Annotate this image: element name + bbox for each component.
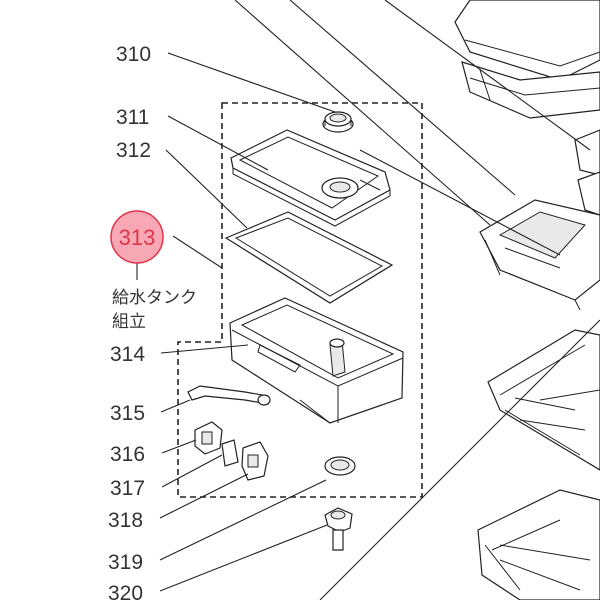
middle-drawer bbox=[479, 199, 600, 311]
part-310-cap bbox=[322, 111, 354, 133]
label-317: 317 bbox=[110, 477, 145, 500]
part-318-seal-ring bbox=[324, 456, 356, 476]
label-319: 319 bbox=[108, 551, 143, 574]
part-311-tank-lid bbox=[230, 129, 391, 227]
assembly-dashed-boundary bbox=[177, 102, 423, 498]
right-edge-parts bbox=[574, 129, 600, 216]
label-313: 313 bbox=[119, 225, 156, 250]
assembly-name-line2: 組立 bbox=[112, 312, 146, 332]
label-314: 314 bbox=[110, 343, 145, 366]
label-311: 311 bbox=[116, 106, 149, 129]
part-316-valve bbox=[194, 421, 223, 455]
label-312: 312 bbox=[116, 139, 151, 162]
part-319-pump-joint bbox=[324, 507, 353, 551]
assembly-highlight-badge bbox=[110, 210, 164, 264]
leader-lines bbox=[136, 52, 336, 592]
part-314-tank-body bbox=[229, 297, 404, 424]
part-317-valve-pair bbox=[221, 439, 269, 481]
bottom-drawer bbox=[477, 489, 600, 600]
label-318: 318 bbox=[108, 509, 143, 532]
upper-right-tray bbox=[454, 0, 600, 119]
background-leaders bbox=[234, 0, 600, 600]
lower-drawer bbox=[487, 329, 600, 471]
label-316: 316 bbox=[110, 443, 145, 466]
label-320: 320 bbox=[108, 582, 143, 600]
label-310: 310 bbox=[116, 43, 151, 66]
part-312-gasket bbox=[224, 211, 394, 304]
assembly-name-line1: 給水タンク bbox=[112, 288, 197, 308]
label-315: 315 bbox=[110, 402, 145, 425]
part-315-tube bbox=[187, 385, 271, 406]
